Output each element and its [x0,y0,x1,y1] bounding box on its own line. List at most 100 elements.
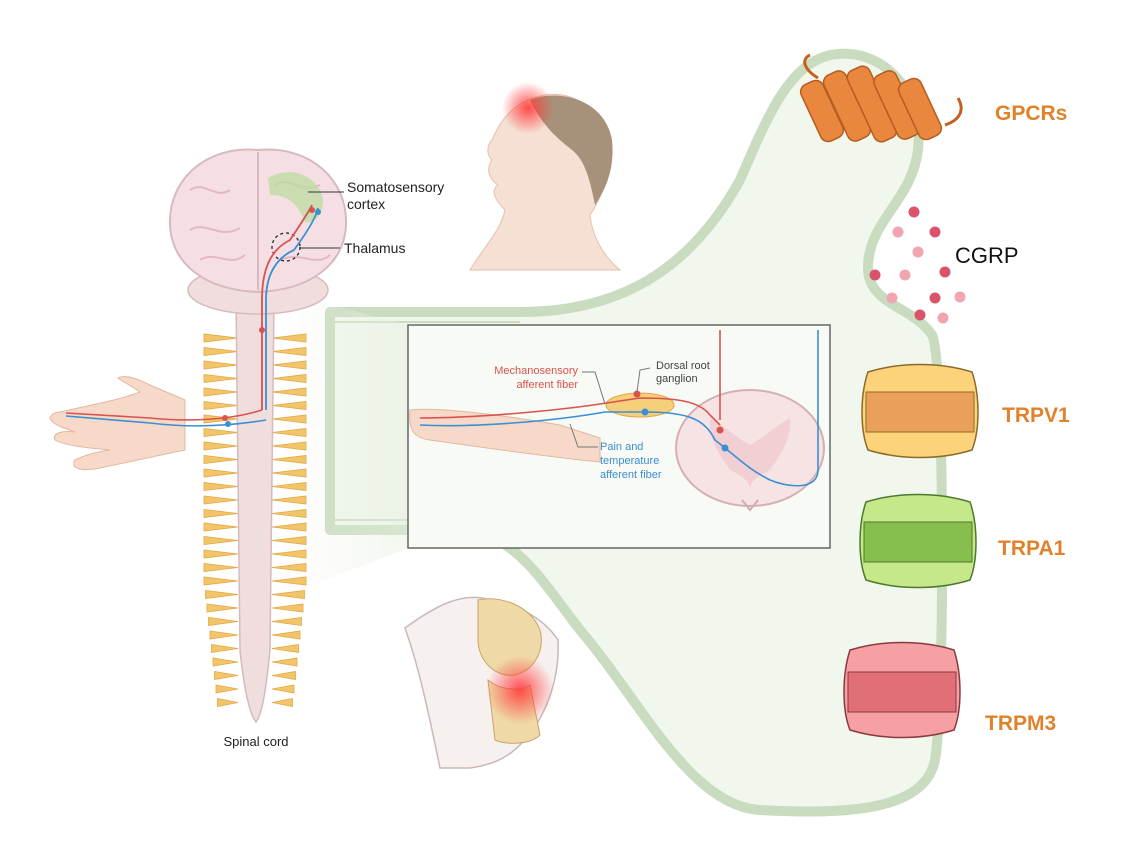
nerve-root [271,630,301,640]
spinal-cord [235,299,275,724]
mechanosensory-fiber-arm [65,409,263,421]
nerve-root [271,698,293,707]
thalamus-label: Thalamus [344,240,405,256]
trpa1-label: TRPA1 [998,537,1066,560]
nerve-root [203,387,239,397]
cgrp-particle [912,246,924,258]
nerve-root [271,576,307,586]
trpa1-channel-icon [859,493,977,589]
nerve-root [205,590,239,599]
cgrp-particles [869,206,966,324]
thalamus-marker [271,232,301,262]
nerve-root [203,428,239,437]
nerve-root [271,441,307,451]
nerve-root [211,644,239,653]
somatosensory-label-2: cortex [347,196,385,212]
nerve-root [209,630,239,640]
spinal-cord-icon [203,299,307,724]
cgrp-particle [939,266,951,278]
cgrp-particle [908,206,920,218]
trpv1-label: TRPV1 [1002,404,1070,427]
pain-label-1: Pain and [600,441,643,453]
pain-fiber-arm [65,415,267,427]
pain-label-2: temperature [600,455,659,467]
nerve-root [271,468,307,478]
cgrp-particle [914,309,926,321]
drg-inset: Mechanosensory afferent fiber Dorsal roo… [407,324,831,549]
nerve-root [203,347,239,356]
mechanosensory-label-1: Mechanosensory [494,365,578,377]
cgrp-label: CGRP [955,243,1019,268]
nerve-root [271,428,307,437]
nerve-root [203,522,239,532]
nerve-root [271,684,295,694]
cgrp-particle [929,226,941,238]
nerve-root [203,482,239,491]
nerve-root [203,509,239,518]
nerve-root [203,374,239,383]
cgrp-particle [954,291,966,303]
nerve-root [271,495,307,505]
nerve-root [271,563,307,572]
nerve-root [217,698,239,707]
nerve-root [271,603,304,613]
cgrp-particle [899,269,911,281]
nerve-root [271,482,307,491]
nerve-root [203,441,239,451]
cgrp-particle [937,312,949,324]
nerve-root [203,401,239,410]
nerve-root [271,347,307,356]
nerve-root [271,387,307,397]
trpm3-label: TRPM3 [985,712,1056,735]
drg-label-1: Dorsal root [656,360,710,372]
nerve-root [271,549,307,559]
cgrp-particle [886,292,898,304]
nerve-root [203,468,239,478]
nerve-root [271,671,296,680]
nerve-root [271,455,307,464]
nerve-root [214,671,239,680]
nerve-root [271,590,305,599]
spinal-cord-label: Spinal cord [223,734,288,749]
inset-arm [409,408,601,463]
cgrp-particle [929,292,941,304]
gpcr-protein-icon [799,53,963,143]
nerve-root [271,414,307,424]
nerve-root [271,401,307,410]
pain-label-3: afferent fiber [600,469,662,481]
nerve-root [208,617,239,626]
mechanosensory-fiber-inset [419,397,721,426]
nerve-root [203,360,239,370]
cgrp-particle [892,226,904,238]
nerve-root [271,509,307,518]
nerve-root [203,549,239,559]
hand-icon [49,376,186,471]
drg-label-2: ganglion [656,373,698,385]
nerve-root [203,563,239,572]
nerve-root [203,495,239,505]
nerve-root [271,617,302,626]
mechanosensory-pathway [261,204,313,410]
cgrp-particle [869,269,881,281]
nerve-root [271,360,307,370]
trpm3-channel-icon [843,641,961,739]
nerve-root [271,644,299,653]
nerve-root [203,455,239,464]
nerve-root [212,657,239,667]
nerve-root [203,333,239,343]
trpv1-channel-icon [861,363,979,459]
nerve-root [271,657,298,667]
brain-icon [168,148,348,315]
head-pain-icon [469,82,622,271]
nerve-root [215,684,239,694]
mechanosensory-label-2: afferent fiber [516,379,578,391]
nerve-root [271,536,307,545]
gpcrs-label: GPCRs [995,102,1067,125]
somatosensory-label-1: Somatosensory [347,179,444,195]
nerve-root [271,522,307,532]
nerve-root [271,374,307,383]
pain-pathway [265,207,319,410]
pain-fiber-inset [419,411,726,449]
knee-joint-icon [404,596,559,769]
